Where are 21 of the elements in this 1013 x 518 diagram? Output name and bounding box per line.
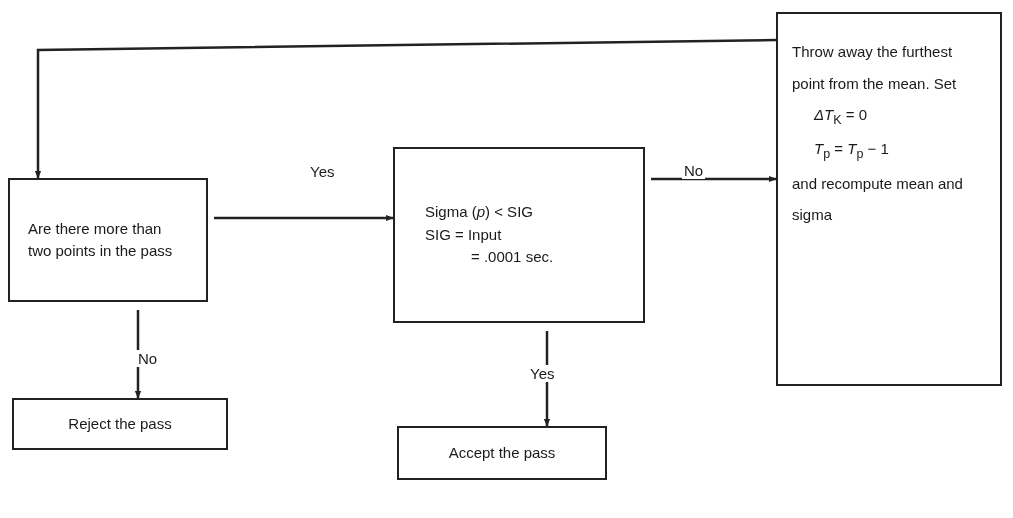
process-box (397, 426, 607, 480)
edge-label: Yes (528, 365, 557, 382)
box-text: and recompute mean and sigma (792, 173, 964, 225)
arrow (34, 38, 776, 179)
box-text: T$_{p}$ = T$_{p}$ − 1 (813, 139, 889, 164)
arrow (214, 214, 394, 222)
box-text: Sigma (p) < SIG (425, 202, 533, 223)
box-text: = .0001 sec. (470, 247, 554, 268)
box-text: Throw away the furthest point from the mean. Set (792, 42, 958, 94)
box-text: Are there more than two points in the pass (28, 218, 174, 261)
process-box (776, 12, 1002, 386)
arrow (651, 175, 777, 183)
box-text: Accept the pass (448, 442, 556, 463)
process-box (12, 398, 228, 450)
edge-label: No (136, 350, 160, 367)
process-box (8, 178, 208, 302)
box-text: SIG = Input (425, 224, 502, 245)
process-box (393, 147, 645, 323)
arrow (134, 310, 142, 399)
box-text: ΔT$_{K}$ = 0 (812, 105, 867, 129)
box-text: Reject the pass (68, 413, 172, 434)
